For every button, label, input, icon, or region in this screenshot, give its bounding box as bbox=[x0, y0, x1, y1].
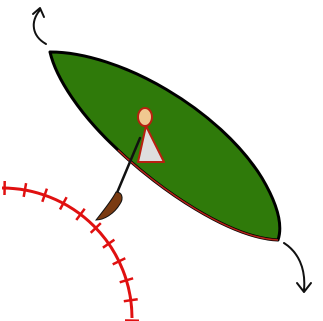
paddle-blade bbox=[96, 192, 122, 220]
rotation-arrow-top bbox=[33, 8, 46, 44]
arc-tick bbox=[103, 240, 115, 248]
arc-tick bbox=[24, 183, 26, 197]
paddler-head bbox=[138, 108, 152, 126]
arc-tick bbox=[124, 299, 138, 301]
kayak bbox=[50, 52, 280, 240]
curved-arrow-down-icon bbox=[284, 243, 304, 290]
kayak-hull bbox=[50, 52, 280, 240]
rotation-arrow-bottom bbox=[284, 243, 311, 292]
